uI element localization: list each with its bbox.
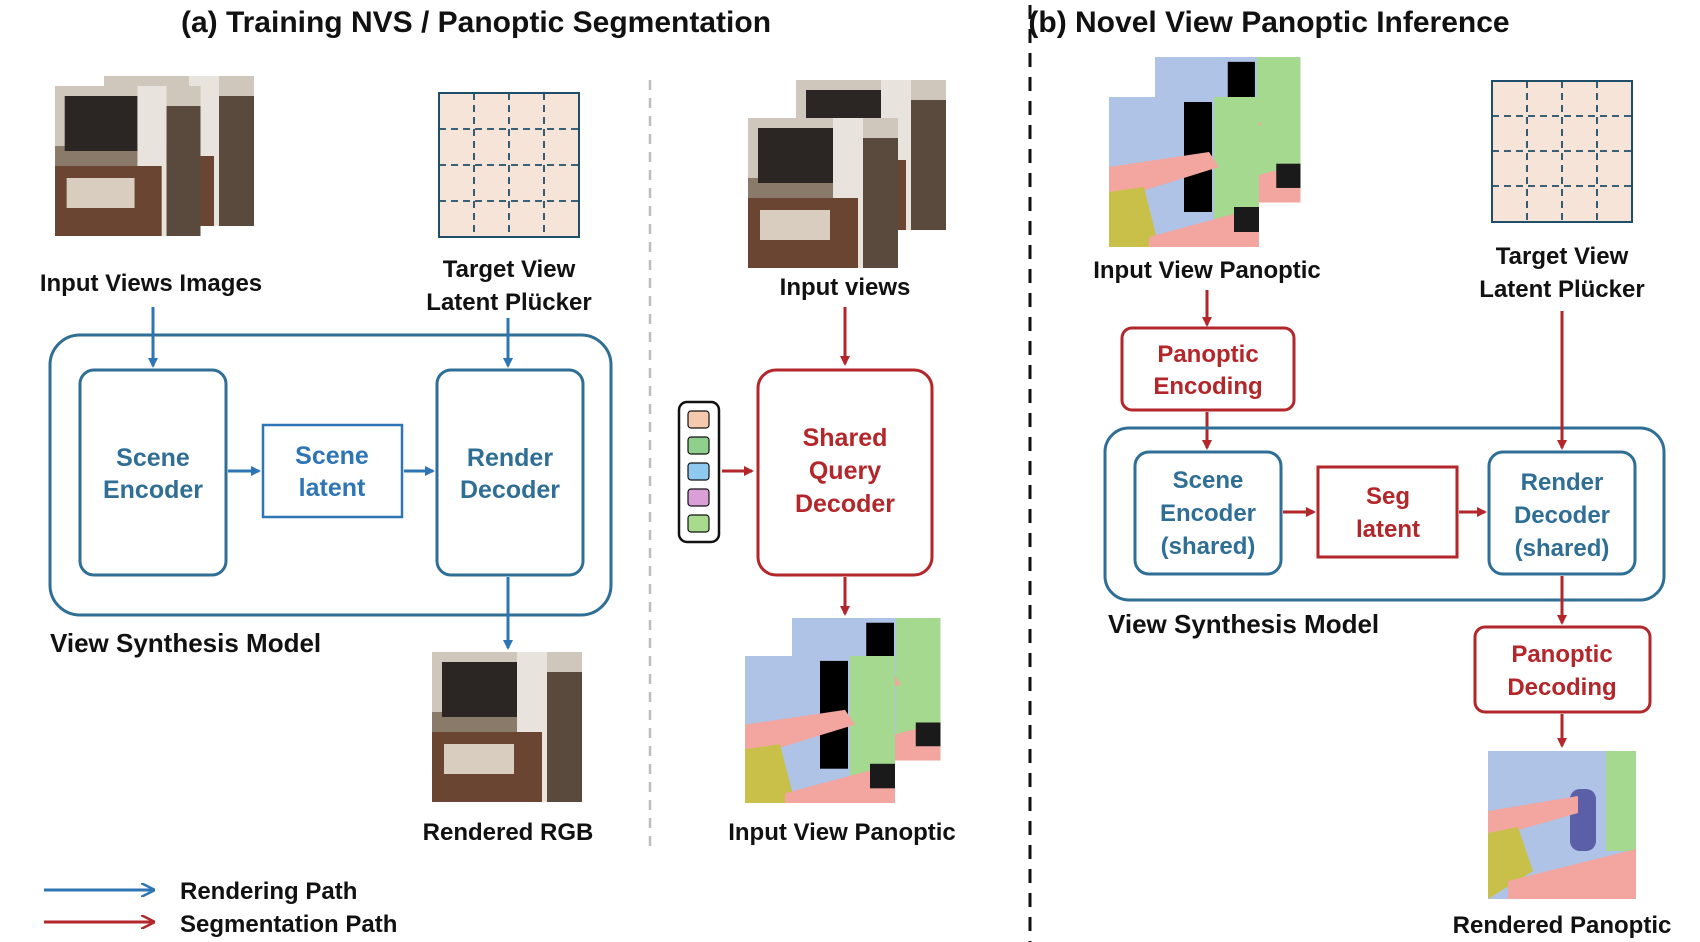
target-view-label-line1: Target View — [443, 256, 576, 283]
shared-query-decoder-box — [756, 368, 934, 577]
target-view-label-b-line1: Target View — [1496, 243, 1629, 270]
target-view-label-b-line2: Latent Plücker — [1479, 276, 1644, 303]
panoptic-encoding-line1: Panoptic — [1157, 341, 1258, 368]
seg-latent-box — [1316, 465, 1459, 559]
panoptic-decoding-line2: Decoding — [1507, 674, 1616, 701]
render-decoder-b-line2: Decoder — [1514, 502, 1610, 529]
scene-encoder-line2: Encoder — [103, 476, 203, 504]
input-view-panoptic-label-a: Input View Panoptic — [728, 819, 956, 846]
view-synthesis-model-label-b: View Synthesis Model — [1108, 609, 1379, 639]
query-token — [687, 488, 710, 507]
render-decoder-line2: Decoder — [460, 476, 560, 504]
query-tokens — [677, 400, 721, 544]
scene-encoder-b-line1: Scene — [1173, 467, 1244, 494]
seg-latent-line2: latent — [1356, 516, 1420, 543]
render-decoder-b-line1: Render — [1521, 469, 1604, 496]
input-views-seg-images — [748, 80, 946, 268]
scene-encoder-box — [78, 368, 228, 577]
panoptic-decoding-line1: Panoptic — [1511, 641, 1612, 668]
rendered-panoptic-image — [1488, 751, 1636, 899]
panoptic-decoding-box — [1473, 625, 1652, 714]
rendered-rgb-image — [432, 652, 582, 802]
panel-a-title: (a) Training NVS / Panoptic Segmentation — [181, 6, 771, 39]
view-synthesis-model-label: View Synthesis Model — [50, 628, 321, 658]
panoptic-encoding-box — [1120, 326, 1296, 412]
seg-latent-line1: Seg — [1366, 483, 1410, 510]
shared-decoder-line1: Shared — [803, 424, 888, 452]
input-view-panoptic-label-b: Input View Panoptic — [1093, 257, 1321, 284]
shared-decoder-line2: Query — [809, 457, 881, 485]
target-view-plucker-grid-b — [1491, 80, 1633, 223]
input-views-label: Input Views Images — [40, 270, 262, 297]
render-decoder-shared-box — [1487, 450, 1637, 576]
scene-encoder-b-line3: (shared) — [1161, 533, 1256, 560]
query-token — [687, 436, 710, 455]
rendered-rgb-label: Rendered RGB — [423, 819, 594, 846]
panoptic-encoding-line2: Encoding — [1153, 373, 1262, 400]
view-synthesis-model-box-b — [1103, 426, 1666, 602]
legend-rendering-label: Rendering Path — [180, 878, 357, 905]
shared-decoder-line3: Decoder — [795, 490, 895, 518]
scene-latent-line1: Scene — [295, 442, 369, 470]
input-views-images — [55, 76, 254, 236]
view-synthesis-model-box — [48, 333, 613, 617]
target-view-plucker-grid — [438, 92, 580, 238]
scene-encoder-line1: Scene — [116, 444, 190, 472]
rendering-path-arrows — [148, 307, 513, 650]
target-view-label-line2: Latent Plücker — [426, 289, 591, 316]
scene-encoder-b-line2: Encoder — [1160, 500, 1256, 527]
rendered-panoptic-label: Rendered Panoptic — [1453, 912, 1672, 939]
query-token — [687, 410, 710, 429]
render-decoder-line1: Render — [467, 444, 553, 472]
legend-segmentation-label: Segmentation Path — [180, 911, 397, 938]
query-token — [687, 462, 710, 481]
scene-encoder-shared-box — [1133, 450, 1283, 576]
render-decoder-b-line3: (shared) — [1515, 535, 1610, 562]
input-views-seg-label: Input views — [780, 274, 911, 301]
segmentation-path-arrows-b — [1283, 311, 1567, 748]
input-view-panoptic-images-b — [1109, 57, 1301, 247]
panel-b-title: (b) Novel View Panoptic Inference — [1028, 6, 1509, 39]
scene-latent-box — [261, 423, 404, 519]
scene-latent-line2: latent — [299, 474, 366, 502]
render-decoder-box — [435, 368, 585, 577]
query-token — [687, 514, 710, 533]
input-view-panoptic-images-a — [745, 618, 941, 803]
